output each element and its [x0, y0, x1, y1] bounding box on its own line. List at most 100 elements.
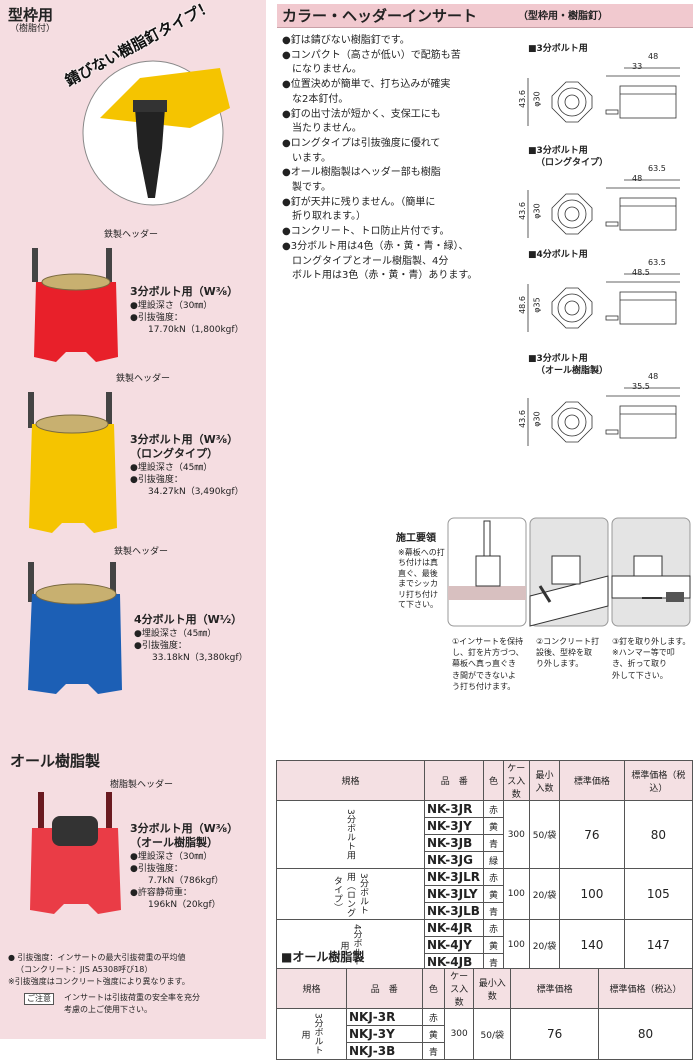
- spec-cell: 3分ボルト用（ロングタイプ）: [276, 868, 425, 920]
- section-title: 型枠用: [8, 6, 54, 24]
- min-qty: 20/袋: [528, 868, 561, 920]
- drawing-label: ■4分ボルト用: [528, 250, 588, 260]
- part-number: NK-3JG: [423, 851, 485, 869]
- color-cell: 黄: [421, 1025, 446, 1043]
- color-cell: 赤: [483, 800, 504, 818]
- dim-height: 43.6: [517, 202, 527, 220]
- color-cell: 黄: [483, 817, 504, 835]
- note-line: までシッカ: [398, 579, 438, 589]
- nail-closeup-image: [82, 60, 230, 206]
- item2-name: 3分ボルト用（W⅜）: [130, 433, 239, 446]
- step-line: 幕板へ真っ直ぐき: [452, 659, 516, 669]
- table-header: 最小入数: [528, 760, 561, 801]
- dim-width2: 48.5: [632, 268, 650, 277]
- spec-cell: 3分ボルト用: [276, 800, 425, 869]
- color-cell: 黄: [483, 936, 504, 954]
- section-subtitle: （樹脂付）: [10, 24, 56, 34]
- dim-width2: 33: [632, 62, 643, 71]
- feature-line: ボルト用は3色（赤・黄・青）あります。: [282, 270, 478, 282]
- table-header: ケース入 数: [444, 968, 475, 1009]
- item3-spec: ●埋設深さ（45㎜）: [134, 629, 217, 639]
- dim-width: 48: [648, 372, 659, 381]
- yellow-insert-image: [28, 392, 117, 533]
- drawing-label2: （オール樹脂製）: [536, 366, 609, 376]
- item1-spec: ●埋設深さ（30㎜）: [130, 301, 213, 311]
- spec-cell: 3分ボルト用: [276, 1008, 347, 1060]
- drawing-label: ■3分ボルト用: [528, 44, 588, 54]
- dim-diameter: φ30: [532, 91, 542, 107]
- step-line: ①インサートを保持: [452, 637, 524, 646]
- step-line: ③釘を取り外します。: [612, 637, 691, 646]
- item2-spec: 34.27kN（3,490kgf）: [148, 487, 244, 497]
- table-header: 品 番: [423, 760, 485, 801]
- feature-line: な2本釘付。: [282, 93, 349, 105]
- feature-line: ●釘が天井に残りません。（簡単に: [282, 196, 436, 208]
- step-line: き、折って取り: [612, 659, 668, 669]
- feature-line: ロングタイプとオール樹脂製、4分: [282, 255, 449, 267]
- color-cell: 青: [483, 953, 504, 971]
- step-1: ①インサートを保持し、釘を片方づつ、幕板へ真っ直ぐきき間ができないよう打ち付けま…: [452, 636, 524, 692]
- min-qty: 50/袋: [473, 1008, 512, 1060]
- feature-line: になりません。: [282, 64, 362, 76]
- part-number: NKJ-3B: [346, 1042, 423, 1060]
- dim-diameter: φ30: [532, 203, 542, 219]
- feature-line: ●オール樹脂製はヘッダー部も樹脂: [282, 167, 441, 179]
- color-cell: 赤: [483, 868, 504, 886]
- color-cell: 黄: [483, 885, 504, 903]
- table-header-row: 規格品 番色ケース入 数最小入数標準価格標準価格（税込）: [276, 968, 694, 1009]
- note-line: ※幕板への打: [398, 548, 445, 557]
- part-number: NK-4JY: [423, 936, 485, 954]
- price-tax: 105: [623, 868, 694, 920]
- dim-height: 43.6: [517, 90, 527, 108]
- resin-name2: （オール樹脂製）: [130, 836, 218, 849]
- feature-line: ●ロングタイプは引抜強度に優れて: [282, 137, 441, 149]
- price: 100: [559, 868, 625, 920]
- color-cell: 青: [483, 834, 504, 852]
- resin-insert-image: [30, 792, 121, 914]
- price-tax: 80: [597, 1008, 694, 1060]
- item1-spec: ●引抜強度：: [130, 313, 183, 323]
- table-header: 色: [421, 968, 446, 1009]
- feature-list: ●釘は錆びない樹脂釘です。●コンパクト（高さが低い）で配筋も苦 になりません。●…: [282, 34, 477, 284]
- drawing-label: ■3分ボルト用: [528, 354, 588, 364]
- resin-callout: 樹脂製ヘッダー: [110, 780, 174, 790]
- note: ● 引抜強度：インサートの最大引抜荷重の平均値: [8, 953, 186, 962]
- dimension-drawing: [527, 387, 680, 446]
- drawing-label2: （ロングタイプ）: [536, 158, 609, 168]
- caution-text: 考慮の上ご使用下さい。: [64, 1005, 152, 1014]
- step-line: う打ち付けます。: [452, 681, 516, 691]
- part-number: NK-3JLY: [423, 885, 485, 903]
- step-3: ③釘を取り外します。※ハンマー等で叩き、折って取り外して下さい。: [612, 636, 690, 681]
- callout-3: 鉄製ヘッダー: [114, 547, 169, 557]
- min-qty: 20/袋: [528, 919, 561, 971]
- part-number: NKJ-3Y: [346, 1025, 423, 1043]
- color-cell: 赤: [483, 919, 504, 937]
- resin-spec: 7.7kN（786kgf）: [148, 876, 224, 886]
- table-header: 標準価格（税込）: [623, 760, 694, 801]
- dimension-drawing: [527, 67, 680, 126]
- feature-line: ●釘の出寸法が短かく、支保工にも: [282, 108, 441, 120]
- step-line: り外します。: [536, 659, 584, 669]
- header-bar: [277, 4, 693, 28]
- note-line: 直ぐ、最後: [398, 568, 438, 578]
- table-header: 最小入数: [473, 968, 512, 1009]
- table-header: 規格: [276, 968, 347, 1009]
- part-number: NK-3JB: [423, 834, 485, 852]
- caution-label: ご注意: [24, 993, 54, 1005]
- dim-width2: 48: [632, 174, 643, 183]
- price: 76: [559, 800, 625, 869]
- dimension-drawing: [527, 273, 680, 332]
- color-cell: 赤: [421, 1008, 446, 1026]
- feature-line: ●コンパクト（高さが低い）で配筋も苦: [282, 49, 461, 61]
- feature-line: ●位置決めが簡単で、打ち込みが確実: [282, 79, 451, 91]
- item1-spec: 17.70kN（1,800kgf）: [148, 325, 244, 335]
- dim-width: 63.5: [648, 164, 666, 173]
- price: 140: [559, 919, 625, 971]
- callout-2: 鉄製ヘッダー: [116, 374, 171, 384]
